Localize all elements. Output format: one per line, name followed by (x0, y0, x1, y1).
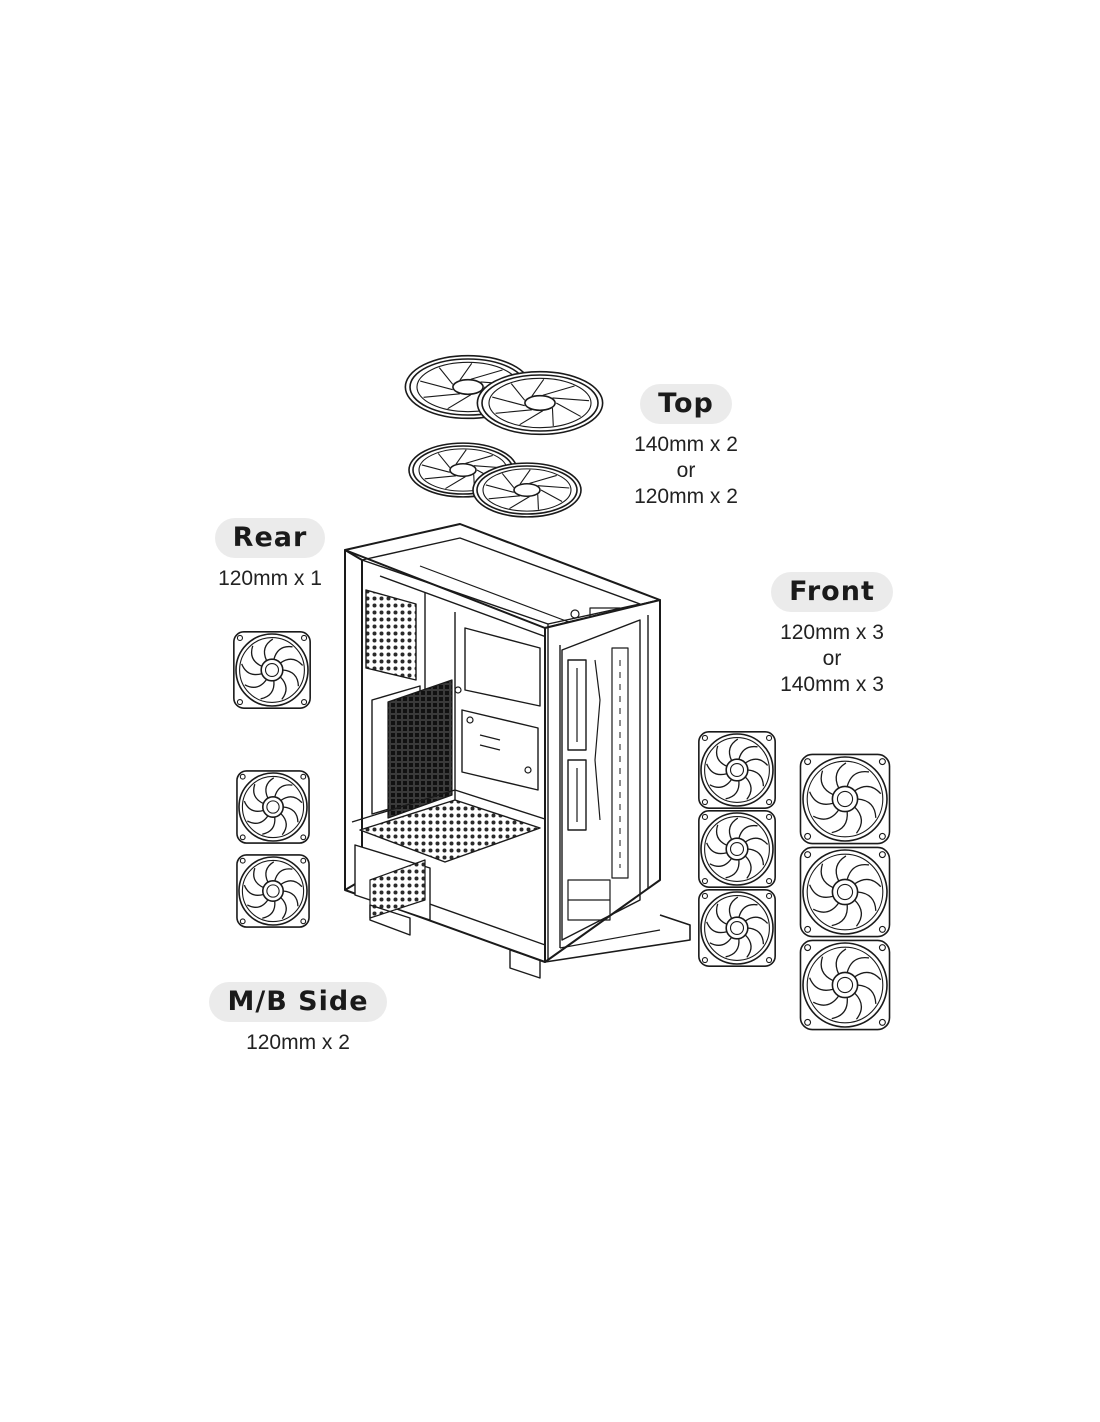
label-front-line-2: or (822, 647, 842, 670)
label-front-title: Front (771, 572, 893, 612)
fans (233, 354, 891, 1031)
rear-fan (233, 631, 311, 709)
label-front-line-3: 140mm x 3 (780, 673, 884, 696)
label-top: Top 140mm x 2 or 120mm x 2 (626, 384, 746, 510)
label-rear-title: Rear (214, 518, 326, 558)
label-mb-side: M/B Side 120mm x 2 (198, 982, 398, 1056)
front-fan-120-2 (698, 810, 776, 888)
front-fan-140-3 (799, 939, 891, 1031)
case-chassis (344, 523, 691, 979)
label-top-line-2: or (676, 459, 696, 482)
mb-side-fan-1 (236, 770, 310, 844)
label-top-title: Top (640, 384, 732, 424)
label-top-line-1: 140mm x 2 (634, 433, 738, 456)
top-fan-140-2 (476, 370, 604, 436)
front-fan-120-3 (698, 889, 776, 967)
front-fan-140-1 (799, 753, 891, 845)
label-front: Front 120mm x 3 or 140mm x 3 (762, 572, 902, 698)
top-fan-120-2 (472, 462, 582, 518)
label-rear-line-1: 120mm x 1 (218, 567, 322, 590)
front-fan-120-1 (698, 731, 776, 809)
label-mb-side-title: M/B Side (209, 982, 387, 1022)
label-top-line-3: 120mm x 2 (634, 485, 738, 508)
label-front-line-1: 120mm x 3 (780, 621, 884, 644)
front-fan-140-2 (799, 846, 891, 938)
mb-side-fan-2 (236, 854, 310, 928)
label-rear: Rear 120mm x 1 (200, 518, 340, 592)
label-mb-side-line-1: 120mm x 2 (246, 1031, 350, 1054)
